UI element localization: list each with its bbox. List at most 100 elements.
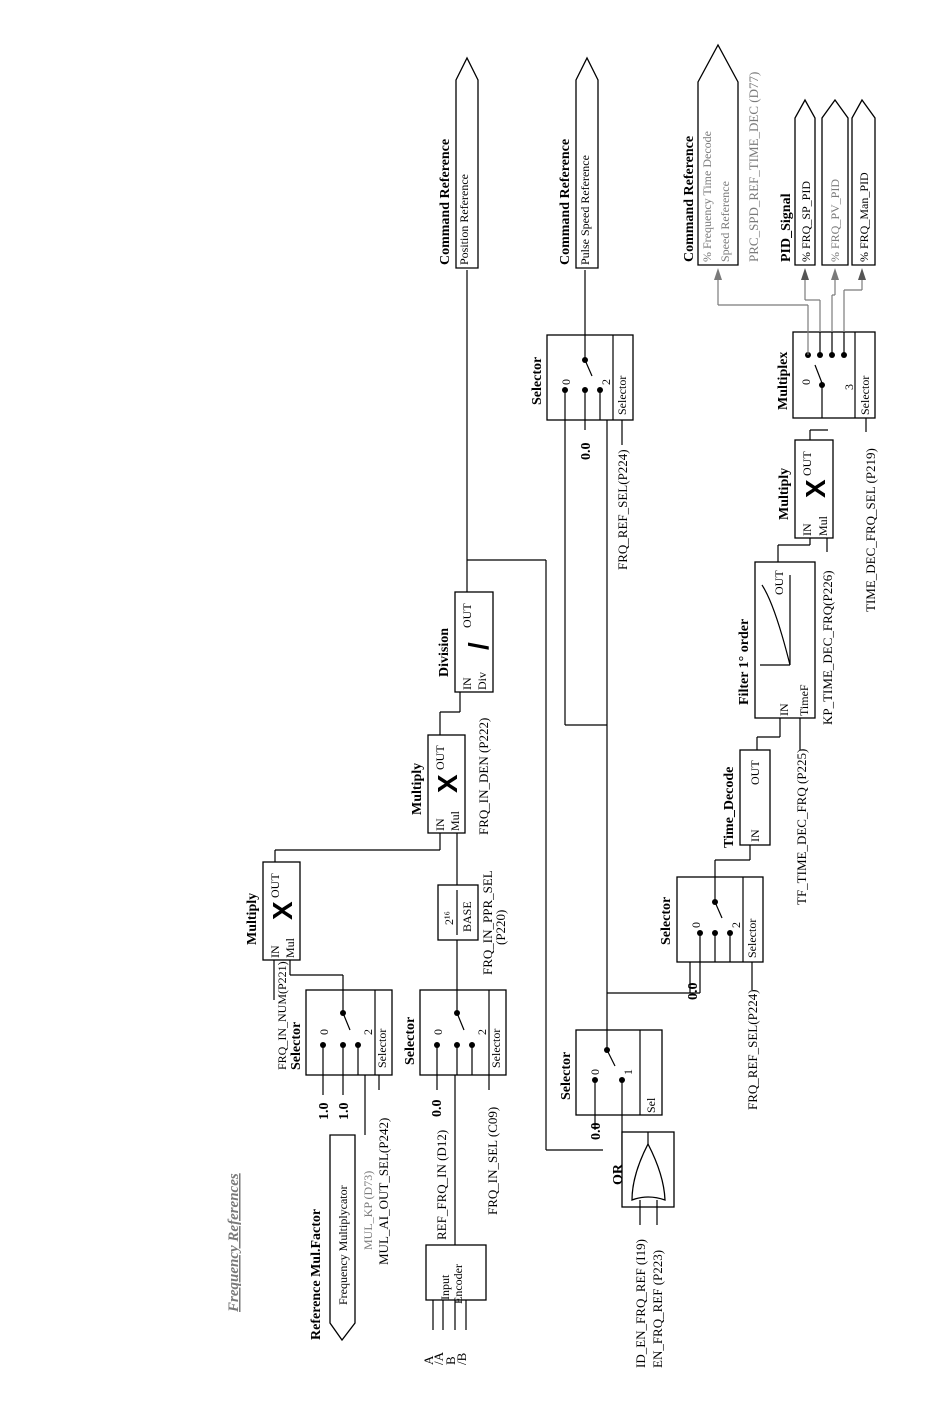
svg-text:IN: IN — [777, 703, 791, 716]
svg-text:0: 0 — [689, 922, 703, 928]
pid-signal-title: PID_Signal — [779, 193, 794, 262]
selector-mul-factor: Selector Selector 0 2 1.0 1.0 — [289, 989, 393, 1121]
svg-text:Multiply: Multiply — [777, 468, 792, 520]
multiplex-label: Multiplex — [776, 352, 791, 410]
filter-label: Filter 1° order — [737, 619, 752, 705]
const-0-0-time-decode: 0.0 — [686, 983, 701, 1001]
svg-text:BASE: BASE — [460, 901, 474, 932]
speed-reference-label: Speed Reference — [718, 181, 732, 262]
svg-text:Sel: Sel — [644, 1097, 658, 1113]
svg-text:1: 1 — [621, 1069, 635, 1075]
svg-text:Multiply: Multiply — [410, 763, 425, 815]
svg-text:IN: IN — [460, 677, 474, 690]
const-1-0-b: 1.0 — [337, 1103, 352, 1121]
frq-in-den-label: FRQ_IN_DEN (P222) — [476, 718, 491, 835]
svg-text:0: 0 — [559, 379, 573, 385]
svg-text:Selector: Selector — [745, 919, 759, 958]
selector-enable: Selector Sel 0 1 0.0 — [559, 992, 700, 1150]
svg-text:IN: IN — [748, 829, 762, 842]
svg-text:3: 3 — [842, 384, 856, 390]
svg-text:OUT: OUT — [460, 603, 474, 628]
svg-text:Selector: Selector — [403, 1017, 418, 1065]
svg-text:OUT: OUT — [433, 745, 447, 770]
frq-man-pid-label: % FRQ_Man_PID — [857, 172, 871, 262]
encoder-line-b: B — [443, 1356, 458, 1365]
time-decode-label: Time_Decode — [722, 767, 737, 848]
svg-text:/: / — [463, 642, 494, 650]
svg-text:Mul: Mul — [283, 937, 297, 958]
const-0-0-pulse: 0.0 — [579, 443, 594, 461]
division-label: Division — [437, 628, 452, 677]
svg-text:Input: Input — [438, 1274, 452, 1300]
svg-text:X: X — [800, 479, 831, 498]
kp-time-dec-frq-label: KP_TIME_DEC_FRQ(P226) — [820, 570, 835, 725]
svg-text:0: 0 — [317, 1029, 331, 1035]
frq-in-ppr-sel-label: FRQ_IN_PPR_SEL — [480, 870, 495, 975]
svg-text:0: 0 — [799, 379, 813, 385]
page-title: Frequency References — [226, 1173, 242, 1313]
frq-in-num-label: FRQ_IN_NUM(P221) — [275, 961, 289, 1070]
svg-text:Selector: Selector — [615, 376, 629, 415]
position-reference-label: Position Reference — [457, 174, 471, 265]
frq-sp-pid-label: % FRQ_SP_PID — [799, 181, 813, 262]
filter-1st-order-block: Filter 1° order IN TimeF OUT KP_TIME_DEC… — [737, 544, 835, 725]
svg-text:Mul: Mul — [448, 810, 462, 831]
reference-mul-factor-input: Reference Mul.Factor Frequency Multiplyc… — [309, 1065, 391, 1342]
svg-text:X: X — [267, 901, 298, 920]
svg-text:2: 2 — [475, 1029, 489, 1035]
multiply-block-a: Multiply IN Mul OUT X FRQ_IN_NUM(P221) — [245, 849, 440, 1070]
mul-kp-label: MUL_KP (D73) — [361, 1171, 375, 1250]
svg-text:OUT: OUT — [800, 451, 814, 476]
svg-text:2: 2 — [729, 922, 743, 928]
multiply-block-b: Multiply IN Mul OUT X FRQ_IN_DEN (P222) — [410, 711, 491, 850]
multiplex-output-wiring — [714, 268, 866, 332]
tf-time-dec-frq-label: TF_TIME_DEC_FRQ (P225) — [794, 749, 809, 905]
frq-ref-sel-label-a: FRQ_REF_SEL(P224) — [615, 449, 630, 570]
svg-text:Mul: Mul — [816, 515, 830, 536]
division-block: Division IN Div OUT / — [437, 270, 603, 1151]
base-block: 2¹⁶ BASE FRQ_IN_PPR_SEL (P220) — [437, 850, 508, 990]
multiply-block-c: Multiply IN Mul OUT X — [777, 429, 834, 552]
const-1-0-a: 1.0 — [317, 1103, 332, 1121]
selector-pulse-speed: Selector Selector 0 2 0.0 FRQ_REF_SEL(P2… — [530, 270, 634, 1045]
output-pulse-speed-reference: Command Reference Pulse Speed Reference — [558, 56, 599, 269]
const-0-0-encoder: 0.0 — [430, 1100, 445, 1118]
frq-pv-pid-label: % FRQ_PV_PID — [828, 179, 842, 262]
id-en-frq-ref-label: ID_EN_FRQ_REF (I19) — [633, 1239, 648, 1368]
svg-text:Selector: Selector — [659, 897, 674, 945]
svg-text:(P220): (P220) — [493, 910, 508, 945]
svg-text:Selector: Selector — [858, 376, 872, 415]
ref-mul-factor-title: Reference Mul.Factor — [309, 1209, 324, 1340]
or-gate: OR ID_EN_FRQ_REF (I19) EN_FRQ_REF (P223) — [611, 1131, 675, 1368]
ref-mul-factor-sub: Frequency Multiplycator — [336, 1185, 350, 1305]
svg-text:Selector: Selector — [559, 1052, 574, 1100]
prc-spd-ref-label: PRC_SPD_REF_TIME_DEC (D77) — [746, 72, 761, 262]
time-decode-block: Time_Decode IN OUT TF_TIME_DEC_FRQ (P225… — [722, 718, 809, 905]
svg-text:Selector: Selector — [489, 1029, 503, 1068]
output-speed-reference: Command Reference % Frequency Time Decod… — [682, 43, 761, 266]
svg-text:X: X — [432, 774, 463, 793]
cmd-ref-title-position: Command Reference — [438, 139, 453, 265]
or-label: OR — [611, 1163, 626, 1185]
svg-text:Selector: Selector — [530, 357, 545, 405]
selector-encoder: Selector Selector 0 2 0.0 FRQ_IN_SEL (C0… — [403, 989, 507, 1215]
cmd-ref-title-speed: Command Reference — [682, 136, 697, 262]
encoder-line-a-neg: /A — [431, 1351, 446, 1365]
frq-ref-sel-label-b: FRQ_REF_SEL(P224) — [745, 989, 760, 1110]
svg-text:OUT: OUT — [268, 873, 282, 898]
selector-label: Selector — [289, 1022, 304, 1070]
svg-text:IN: IN — [433, 818, 447, 831]
selector-time-decode: Selector Selector 0 2 0.0 FRQ_REF_SEL(P2… — [659, 859, 764, 1110]
svg-text:2: 2 — [599, 379, 613, 385]
multiplex-block: Multiplex Selector 0 3 TIME_DEC_FRQ_SEL … — [776, 331, 878, 612]
svg-text:Selector: Selector — [375, 1029, 389, 1068]
svg-text:0: 0 — [431, 1029, 445, 1035]
svg-text:Div: Div — [475, 672, 489, 690]
output-position-reference: Command Reference Position Reference — [438, 56, 479, 269]
output-pid-signals: PID_Signal % FRQ_SP_PID % FRQ_PV_PID % F… — [779, 98, 876, 266]
time-dec-frq-sel-label: TIME_DEC_FRQ_SEL (P219) — [863, 448, 878, 612]
multiply-label: Multiply — [245, 893, 260, 945]
frq-in-sel-label: FRQ_IN_SEL (C09) — [485, 1107, 500, 1215]
cmd-ref-title-pulse: Command Reference — [558, 139, 573, 265]
